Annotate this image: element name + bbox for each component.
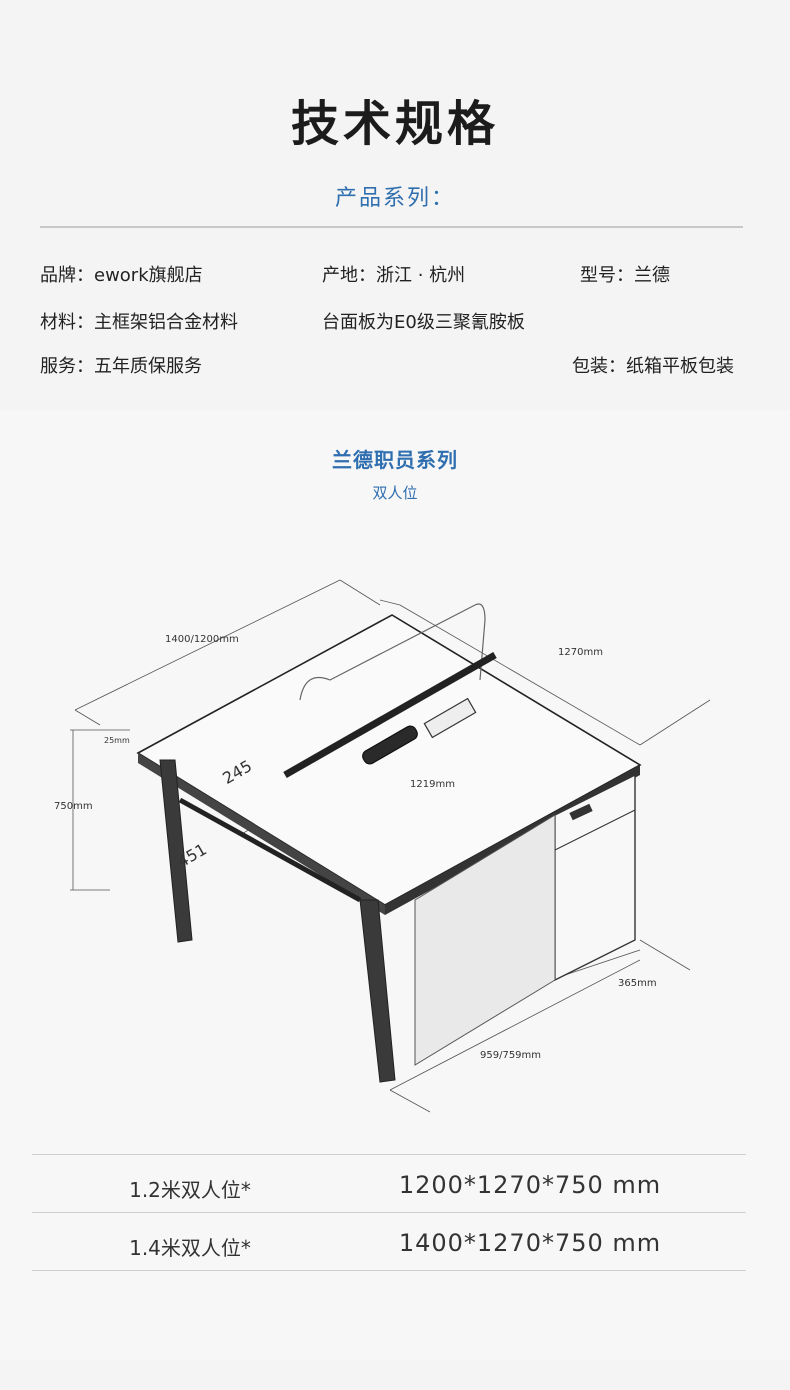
- section-subtitle: 产品系列：: [334, 186, 455, 211]
- dim-width: 959/759mm: [480, 1050, 541, 1061]
- spec-model: 型号：兰德: [580, 265, 670, 286]
- table-row-rule: [32, 1212, 746, 1213]
- page-title: 技术规格: [290, 96, 499, 152]
- size-row-value: 1200*1270*750 mm: [398, 1171, 662, 1199]
- spec-brand: 品牌：ework旗舰店: [40, 265, 203, 286]
- size-row-name: 1.2米双人位*: [129, 1178, 251, 1202]
- desk-diagram: 1400/1200mm 1270mm 25mm 750mm 245 451 12…: [54, 579, 711, 1113]
- dim-inner: 1219mm: [410, 779, 455, 790]
- spec-service: 服务：五年质保服务: [40, 356, 202, 377]
- dim-depth: 1270mm: [558, 647, 603, 658]
- dim-thickness: 25mm: [104, 736, 130, 745]
- privacy-screen: [283, 603, 497, 779]
- spec-package: 包装：纸箱平板包装: [572, 356, 734, 377]
- dim-height: 750mm: [54, 801, 93, 812]
- desk-top: [136, 614, 642, 915]
- size-row-value: 1400*1270*750 mm: [398, 1229, 662, 1257]
- spec-material: 材料：主框架铝合金材料: [40, 312, 238, 333]
- dim-length: 1400/1200mm: [165, 634, 239, 645]
- desk-legs: [159, 759, 396, 1083]
- dim-pedestal: 365mm: [618, 978, 657, 989]
- table-top-rule: [32, 1154, 746, 1155]
- spec-origin: 产地：浙江 · 杭州: [322, 265, 466, 286]
- size-row-name: 1.4米双人位*: [129, 1236, 251, 1260]
- spec-board: 台面板为E0级三聚氰胺板: [322, 312, 525, 333]
- series-title: 兰德职员系列: [332, 448, 458, 472]
- pedestal: [414, 773, 636, 1066]
- divider: [40, 226, 743, 228]
- table-bottom-rule: [32, 1270, 746, 1271]
- series-subtitle: 双人位: [372, 484, 418, 502]
